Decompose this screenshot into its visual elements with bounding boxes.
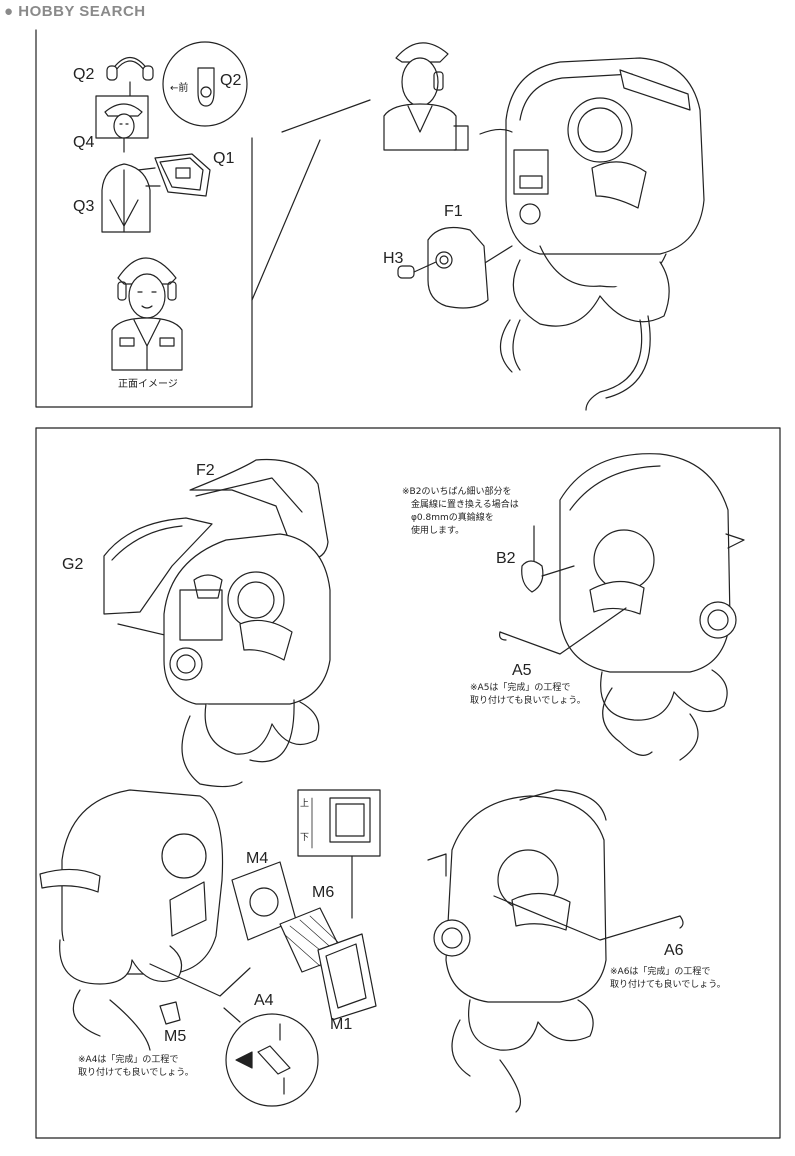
label-f1: F1 <box>444 203 463 220</box>
f1-hatch-part <box>427 227 489 309</box>
m1-frame-part <box>317 933 377 1021</box>
label-h3: H3 <box>383 250 404 267</box>
label-q2-detail: Q2 <box>220 72 242 89</box>
watermark: ● HOBBY SEARCH <box>4 3 146 20</box>
b2-part <box>521 525 575 593</box>
inset-top-label: 上 <box>300 799 310 809</box>
label-b2: B2 <box>496 550 516 567</box>
a5-handrail-part <box>499 607 627 655</box>
note-a5: ※A5は「完成」の工程で 取り付けても良いでしょう。 <box>470 683 586 706</box>
callout-line <box>223 1007 241 1023</box>
q3-torso-part <box>101 163 161 233</box>
label-a6: A6 <box>664 942 684 959</box>
callout-line <box>281 99 371 133</box>
label-a5: A5 <box>512 662 532 679</box>
front-view-figure <box>111 257 183 371</box>
top-frame <box>35 29 253 408</box>
a4-detail-circle <box>225 1013 319 1107</box>
watermark-text: HOBBY SEARCH <box>18 3 146 20</box>
label-q4: Q4 <box>73 134 95 151</box>
a6-handrail-part <box>493 895 684 941</box>
label-m6: M6 <box>312 884 335 901</box>
head-part <box>104 103 143 153</box>
walker-body-mid <box>163 533 331 788</box>
h3-part <box>397 261 437 279</box>
label-a4: A4 <box>254 992 274 1009</box>
note-b2: ※B2のいちばん細い部分を 金属線に置き換える場合は φ0.8mmの真鍮線を 使… <box>402 487 519 536</box>
label-m4: M4 <box>246 850 269 867</box>
q2-detail-circle <box>162 41 248 127</box>
label-q2-headphones: Q2 <box>73 66 95 83</box>
headphones-part <box>106 56 154 81</box>
watermark-icon: ● <box>4 3 14 20</box>
front-view-caption: 正面イメージ <box>118 379 178 390</box>
label-m1: M1 <box>330 1016 353 1033</box>
label-m5: M5 <box>164 1028 187 1045</box>
a4-handrail-part <box>149 963 251 997</box>
assembly-bracket <box>453 125 469 151</box>
q1-part <box>154 153 211 197</box>
walker-body-final <box>427 789 607 1113</box>
m1-inset-box <box>297 789 381 919</box>
inset-bottom-label: 下 <box>300 833 310 843</box>
bottom-frame <box>35 427 781 1139</box>
walker-body-top <box>479 57 705 411</box>
note-a4: ※A4は「完成」の工程で 取り付けても良いでしょう。 <box>78 1055 194 1078</box>
label-g2: G2 <box>62 556 84 573</box>
callout-line <box>251 139 321 301</box>
label-q1: Q1 <box>213 150 235 167</box>
walker-body-right <box>559 453 745 761</box>
m5-part <box>159 1001 181 1025</box>
front-direction-note: ←前 <box>170 83 189 94</box>
pilot-bust <box>383 42 457 151</box>
note-a6: ※A6は「完成」の工程で 取り付けても良いでしょう。 <box>610 967 726 990</box>
walker-body-rear <box>39 789 224 1051</box>
label-q3: Q3 <box>73 198 95 215</box>
assembly-arrow <box>137 167 156 171</box>
label-f2: F2 <box>196 462 215 479</box>
